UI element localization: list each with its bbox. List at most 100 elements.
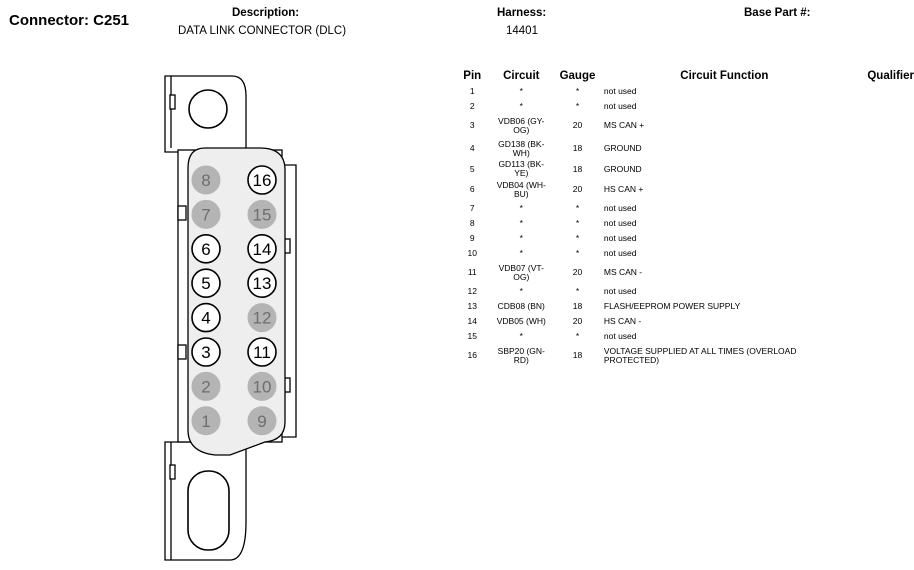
cell-qualifier: [847, 246, 914, 261]
cell-circuit: *: [519, 218, 523, 228]
cell-qualifier: [847, 160, 914, 178]
cell-function: VOLTAGE SUPPLIED AT ALL TIMES (OVERLOAD …: [603, 345, 797, 365]
base-part-label: Base Part #:: [744, 7, 811, 19]
connector-pin: 9: [247, 406, 277, 436]
cell-function: MS CAN +: [603, 120, 645, 130]
pin-circle: [247, 199, 277, 229]
cell-circuit: SBP20 (GN-RD): [497, 345, 545, 365]
pin-table: Pin Circuit Gauge Circuit Function Quali…: [455, 68, 914, 367]
pin-number: 7: [201, 205, 210, 224]
connector-pin: 10: [247, 371, 277, 401]
pin-circle: [191, 268, 221, 299]
cell-qualifier: [847, 299, 914, 314]
cell-circuit: *: [519, 203, 523, 213]
cell-pin: 6: [469, 184, 475, 194]
cell-pin: 11: [467, 267, 477, 277]
table-row: 8**not used: [455, 216, 914, 231]
table-row: 10**not used: [455, 246, 914, 261]
cell-function: not used: [603, 218, 637, 228]
cell-gauge: *: [575, 248, 580, 258]
table-row: 1**not used: [455, 84, 914, 99]
cell-gauge: 20: [572, 316, 583, 326]
pin-number: 13: [253, 274, 272, 293]
cell-function: HS CAN -: [603, 316, 642, 326]
cell-function: MS CAN -: [603, 267, 643, 277]
cell-circuit: CDB08 (BN): [497, 301, 545, 311]
body-notch-left-lower: [177, 344, 187, 360]
connector-pin: 12: [247, 303, 277, 333]
cell-circuit: *: [519, 286, 523, 296]
cell-function: GROUND: [603, 163, 642, 174]
pin-circle: [247, 234, 277, 264]
cell-function: HS CAN +: [603, 184, 644, 194]
pin-circle: [191, 406, 221, 436]
pin-number: 6: [201, 240, 210, 259]
table-header-row: Pin Circuit Gauge Circuit Function Quali…: [455, 68, 914, 84]
cell-circuit: *: [519, 86, 523, 96]
cell-function: not used: [603, 248, 637, 258]
cell-gauge: 20: [572, 120, 583, 130]
cell-pin: 9: [469, 233, 475, 243]
col-header-qualifier: Qualifier: [867, 70, 914, 82]
cell-circuit: GD113 (BK-YE): [498, 159, 545, 178]
pin-circle: [191, 371, 221, 401]
connector-title: Connector: C251: [9, 12, 130, 29]
cell-pin: 7: [469, 203, 475, 213]
pin-circle: [247, 337, 277, 367]
cell-qualifier: [847, 261, 914, 284]
pin-number: 9: [257, 412, 266, 431]
connector-pin: 3: [191, 337, 221, 367]
cell-gauge: *: [575, 331, 580, 341]
pin-number: 11: [253, 343, 271, 362]
cell-gauge: 20: [572, 184, 583, 194]
connector-pin: 2: [191, 371, 221, 401]
cell-pin: 5: [469, 163, 475, 174]
cell-circuit: *: [519, 248, 523, 258]
pin-number: 5: [201, 274, 210, 293]
table-row: 9**not used: [455, 231, 914, 246]
pin-circle: [191, 302, 221, 333]
cell-pin: 1: [469, 86, 475, 96]
cell-gauge: 18: [572, 143, 583, 153]
cell-function: not used: [603, 233, 637, 243]
connector-pin: 16: [247, 165, 277, 195]
col-header-function: Circuit Function: [680, 70, 769, 82]
cell-qualifier: [847, 216, 914, 231]
pin-number: 10: [253, 377, 272, 396]
cell-circuit: *: [519, 331, 523, 341]
cell-gauge: *: [575, 86, 580, 96]
bottom-mount-slot: [187, 470, 230, 551]
pin-number: 12: [253, 309, 272, 328]
cell-gauge: *: [575, 203, 580, 213]
table-row: 2**not used: [455, 99, 914, 114]
harness-label: Harness:: [497, 7, 547, 19]
col-header-circuit: Circuit: [503, 70, 540, 82]
cell-qualifier: [847, 314, 914, 329]
top-mount-hole: [188, 89, 228, 129]
body-notch-left-upper: [177, 205, 187, 221]
cell-circuit: VDB06 (GY-OG): [498, 115, 545, 135]
cell-pin: 16: [467, 350, 477, 360]
pin-number: 15: [253, 205, 272, 224]
cell-gauge: *: [575, 218, 580, 228]
cell-gauge: 18: [572, 163, 583, 174]
table-row: 12**not used: [455, 284, 914, 299]
connector-pin: 4: [191, 302, 221, 333]
cell-qualifier: [847, 99, 914, 114]
cell-qualifier: [847, 137, 914, 160]
cell-function: not used: [603, 101, 637, 111]
cell-qualifier: [847, 344, 914, 367]
cell-qualifier: [847, 114, 914, 137]
cell-qualifier: [847, 284, 914, 299]
cell-qualifier: [847, 329, 914, 344]
cell-circuit: VDB05 (WH): [496, 316, 546, 326]
cell-qualifier: [847, 231, 914, 246]
cell-pin: 4: [469, 143, 475, 153]
